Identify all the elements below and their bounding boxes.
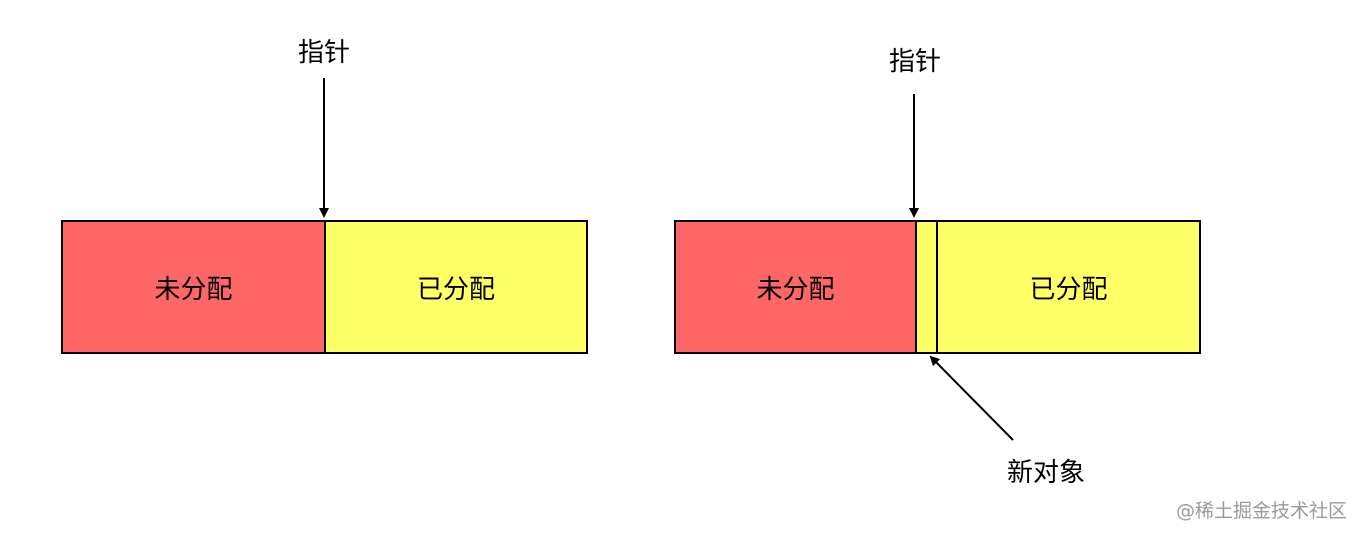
left-allocated-block bbox=[324, 220, 588, 354]
new-object-arrow bbox=[929, 355, 1014, 441]
right-allocated-block bbox=[936, 220, 1201, 354]
new-object-label: 新对象 bbox=[1006, 458, 1085, 488]
right-unallocated-block bbox=[674, 220, 917, 354]
right-new-object-block bbox=[915, 220, 938, 354]
watermark: @稀土掘金技术社区 bbox=[1175, 500, 1347, 522]
right-pointer-label: 指针 bbox=[888, 47, 941, 77]
left-pointer-label: 指针 bbox=[297, 38, 350, 68]
left-unallocated-block bbox=[61, 220, 326, 354]
